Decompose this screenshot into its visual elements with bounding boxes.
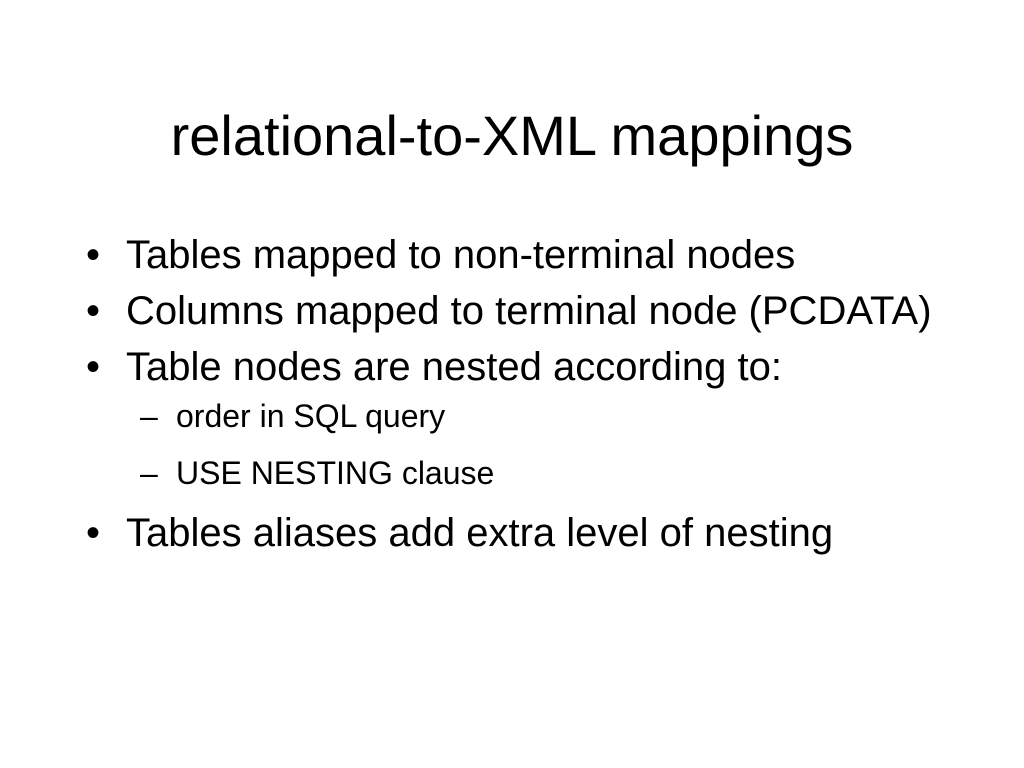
bullet-marker: • — [86, 289, 101, 333]
sub-bullet-item: – order in SQL query — [140, 396, 986, 436]
bullet-item: • Columns mapped to terminal node (PCDAT… — [86, 288, 986, 334]
bullet-text: Tables mapped to non-terminal nodes — [126, 233, 796, 277]
sub-bullet-marker: – — [140, 455, 158, 491]
sub-bullet-item: – USE NESTING clause — [140, 453, 986, 493]
bullet-text: Columns mapped to terminal node (PCDATA) — [126, 289, 932, 333]
bullet-text: Tables aliases add extra level of nestin… — [126, 511, 834, 555]
bullet-marker: • — [86, 345, 101, 389]
sub-bullet-list: – order in SQL query – USE NESTING claus… — [126, 396, 986, 493]
bullet-list: • Tables mapped to non-terminal nodes • … — [86, 232, 986, 566]
bullet-text: Table nodes are nested according to: — [126, 345, 782, 389]
sub-bullet-marker: – — [140, 398, 158, 434]
slide-title: relational-to-XML mappings — [170, 104, 854, 167]
bullet-item: • Tables mapped to non-terminal nodes — [86, 232, 986, 278]
sub-bullet-text: order in SQL query — [176, 398, 446, 434]
sub-bullet-text: USE NESTING clause — [176, 455, 495, 491]
bullet-marker: • — [86, 511, 101, 555]
bullet-item: • Table nodes are nested according to: –… — [86, 344, 986, 493]
bullet-marker: • — [86, 233, 101, 277]
bullet-item: • Tables aliases add extra level of nest… — [86, 510, 986, 556]
